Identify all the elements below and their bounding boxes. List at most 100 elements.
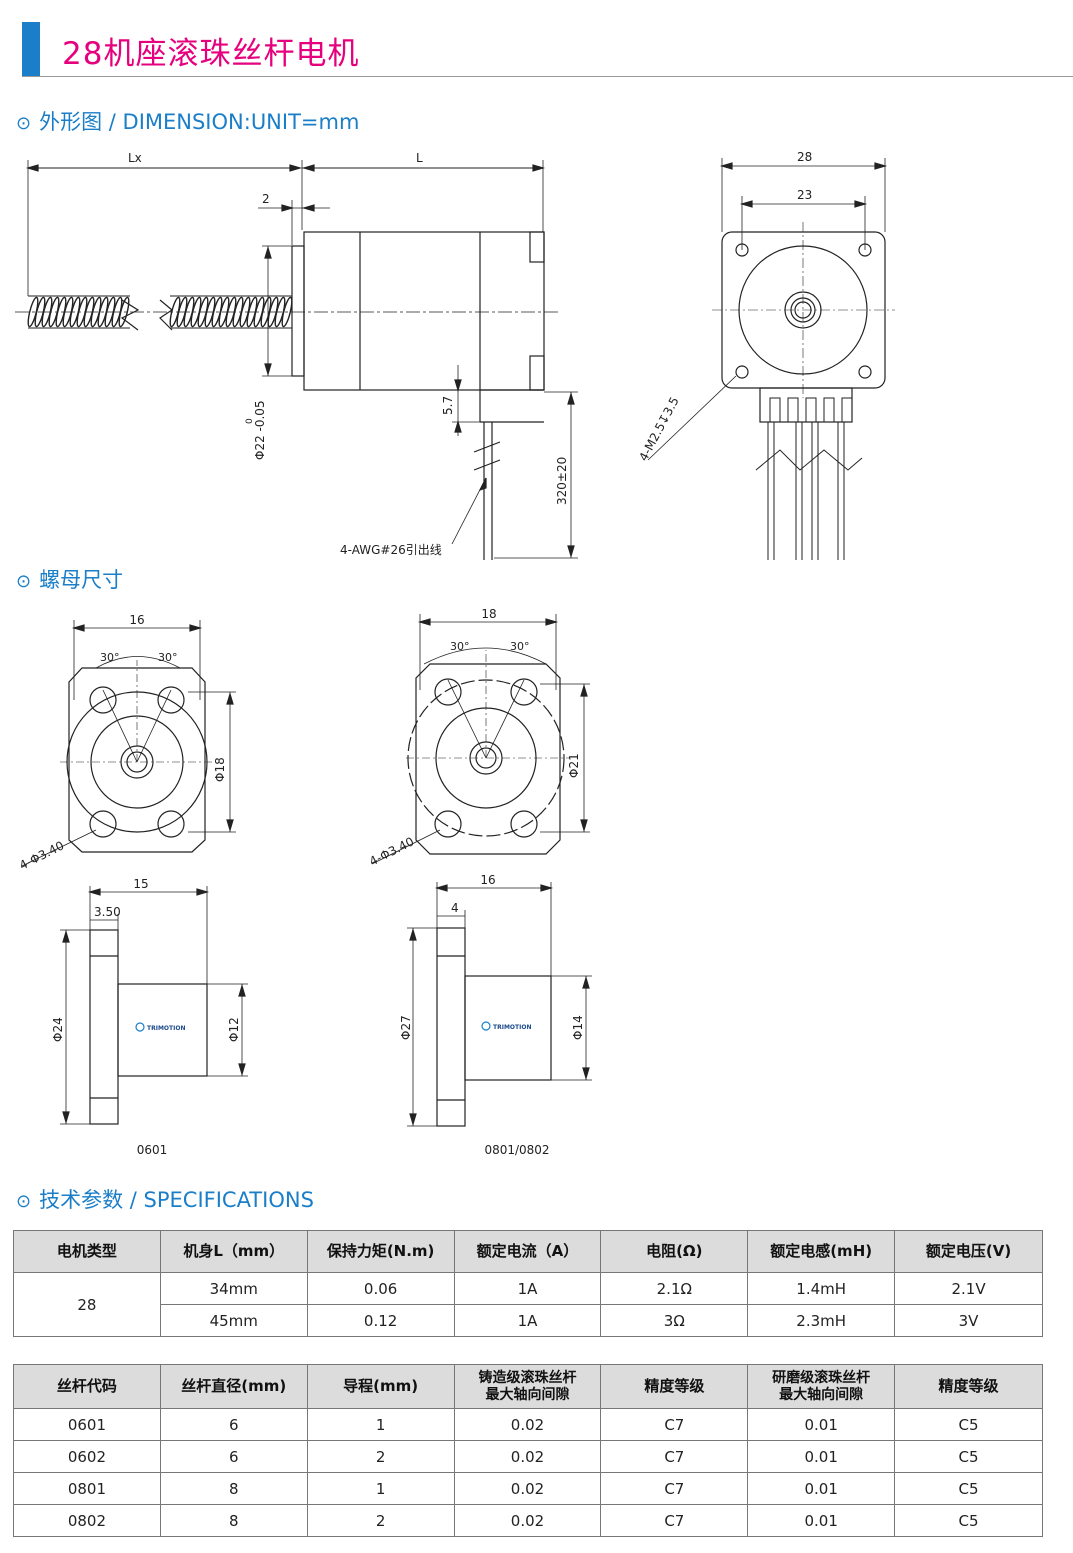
table-cell: 0.01 (747, 1504, 896, 1537)
table-header: 铸造级滚珠丝杆最大轴向间隙 (453, 1364, 602, 1409)
nut-c-dia2: Φ12 (227, 1017, 241, 1042)
dim-gap: 2 (262, 192, 270, 206)
nut-c-flange: 3.50 (94, 905, 121, 919)
table-cell: C7 (600, 1440, 749, 1473)
nut-b-dia: Φ21 (567, 753, 581, 778)
logo-icon (135, 1022, 145, 1032)
nut-a-angle2: 30° (158, 651, 178, 664)
table-header: 丝杆直径(mm) (159, 1364, 308, 1409)
table-header: 研磨级滚珠丝杆最大轴向间隙 (747, 1364, 896, 1409)
table-cell: 3Ω (600, 1304, 749, 1337)
table-header-row: 电机类型 机身L（mm） 保持力矩(N.m) 额定电流（A） 电阻(Ω) 额定电… (13, 1230, 1043, 1273)
table-header-line1: 研磨级滚珠丝杆 (772, 1369, 871, 1386)
dim-dia22-top: 0 (245, 418, 255, 424)
table-cell: 34mm (159, 1272, 308, 1305)
table-row: 0802 8 2 0.02 C7 0.01 C5 (13, 1504, 1043, 1537)
nut-a-hole: 4-Φ3.40 (17, 838, 66, 872)
dim-dia22: Φ22 -0.05 (253, 400, 267, 460)
table-header: 额定电流（A） (453, 1230, 602, 1273)
section-dimension-label: 外形图 / DIMENSION:UNIT=mm (39, 110, 360, 134)
table-cell: 0.12 (306, 1304, 455, 1337)
table-row: 45mm 0.12 1A 3Ω 2.3mH 3V (14, 1304, 1043, 1337)
page-title: 28机座滚珠丝杆电机 (62, 36, 360, 72)
table-cell: 1.4mH (747, 1272, 896, 1305)
table-header: 保持力矩(N.m) (306, 1230, 455, 1273)
table-cell: 1A (453, 1304, 602, 1337)
nut-d-length: 16 (480, 873, 495, 887)
table-cell: 2 (306, 1440, 455, 1473)
table-cell: 3V (894, 1304, 1043, 1337)
nut-b-angle2: 30° (510, 640, 530, 653)
nut-d-flange: 4 (451, 901, 459, 915)
title-accent-bar (22, 22, 40, 76)
table-header-row: 丝杆代码 丝杆直径(mm) 导程(mm) 铸造级滚珠丝杆最大轴向间隙 精度等级 … (13, 1364, 1043, 1409)
nut-a-dia: Φ18 (213, 757, 227, 782)
technical-drawings: Lx L 2 Φ22 -0.0 (15, 150, 895, 1157)
table-cell: 0.06 (306, 1272, 455, 1305)
table-cell: 2.3mH (747, 1304, 896, 1337)
wire-note: 4-AWG#26引出线 (340, 543, 442, 557)
dim-l: L (416, 151, 423, 165)
section-bullet-icon: ⊙ (16, 1191, 32, 1212)
dim-lx: Lx (128, 151, 142, 165)
section-bullet-icon: ⊙ (16, 571, 32, 592)
table-cell: 0802 (13, 1504, 161, 1537)
nut-d-logo: TRIMOTION (493, 1024, 531, 1031)
table-cell: 0.02 (453, 1440, 602, 1473)
table-cell: C5 (894, 1408, 1043, 1441)
section-bullet-icon: ⊙ (16, 113, 32, 134)
table-cell: C7 (600, 1504, 749, 1537)
nut-0601-side: 15 3.50 Φ24 Φ12 TRIMOTION 0601 (51, 877, 248, 1157)
nut-c-length: 15 (133, 877, 148, 891)
table-row: 0602 6 2 0.02 C7 0.01 C5 (13, 1440, 1043, 1473)
table-cell: 0.01 (747, 1472, 896, 1505)
table-cell: 0601 (13, 1408, 161, 1441)
nut-a-angle1: 30° (100, 651, 120, 664)
dim-lead: 320±20 (555, 457, 569, 505)
nut-0801-front: 18 30° 30° Φ21 4-Φ3.40 (367, 607, 590, 869)
nut-b-width: 18 (481, 607, 496, 621)
table-cell: 8 (159, 1504, 308, 1537)
table-cell: 2.1Ω (600, 1272, 749, 1305)
table-cell: 0.02 (453, 1408, 602, 1441)
table-header-line2: 最大轴向间隙 (779, 1386, 864, 1403)
table-cell: C5 (894, 1440, 1043, 1473)
table-row: 0801 8 1 0.02 C7 0.01 C5 (13, 1472, 1043, 1505)
nut-a-width: 16 (129, 613, 144, 627)
section-nut: ⊙螺母尺寸 (16, 564, 123, 594)
table-header: 额定电压(V) (894, 1230, 1043, 1273)
motor-side-view: Lx L 2 Φ22 -0.0 (15, 151, 578, 560)
table-header: 电阻(Ω) (600, 1230, 749, 1273)
section-dimension: ⊙ 外形图 / DIMENSION:UNIT=mm (16, 106, 359, 136)
table-cell: 0.02 (453, 1504, 602, 1537)
screw-thread (27, 296, 293, 328)
table-cell: C7 (600, 1408, 749, 1441)
dim-57: 5.7 (441, 396, 455, 415)
nut-b-hole: 4-Φ3.40 (367, 834, 416, 868)
table-header-line2: 最大轴向间隙 (485, 1386, 570, 1403)
table-cell: 1A (453, 1272, 602, 1305)
title-divider (22, 76, 1073, 77)
table-cell: 6 (159, 1440, 308, 1473)
table-cell: C5 (894, 1472, 1043, 1505)
table-header: 额定电感(mH) (747, 1230, 896, 1273)
nut-b-angle1: 30° (450, 640, 470, 653)
table-header: 电机类型 (13, 1230, 161, 1273)
table-row: 0601 6 1 0.02 C7 0.01 C5 (13, 1408, 1043, 1441)
table-cell: 28 (13, 1272, 161, 1337)
logo-icon (481, 1021, 491, 1031)
table-cell: 1 (306, 1472, 455, 1505)
table-cell: 0.01 (747, 1408, 896, 1441)
section-specs-label: 技术参数 / SPECIFICATIONS (39, 1188, 314, 1212)
table-cell: C5 (894, 1504, 1043, 1537)
section-specs: ⊙ 技术参数 / SPECIFICATIONS (16, 1184, 314, 1214)
table-cell: 0.01 (747, 1440, 896, 1473)
nut-c-logo: TRIMOTION (147, 1025, 185, 1032)
table-header: 精度等级 (894, 1364, 1043, 1409)
screw-note: 4-M2.5↧3.5 (636, 395, 681, 464)
nut-0601-front: 16 30° 30° Φ18 4-Φ3.40 (17, 613, 236, 873)
table-cell: 1 (306, 1408, 455, 1441)
table-header: 精度等级 (600, 1364, 749, 1409)
table-header-line1: 铸造级滚珠丝杆 (478, 1369, 577, 1386)
motor-front-view: 28 23 4-M2.5↧3.5 (636, 150, 895, 560)
